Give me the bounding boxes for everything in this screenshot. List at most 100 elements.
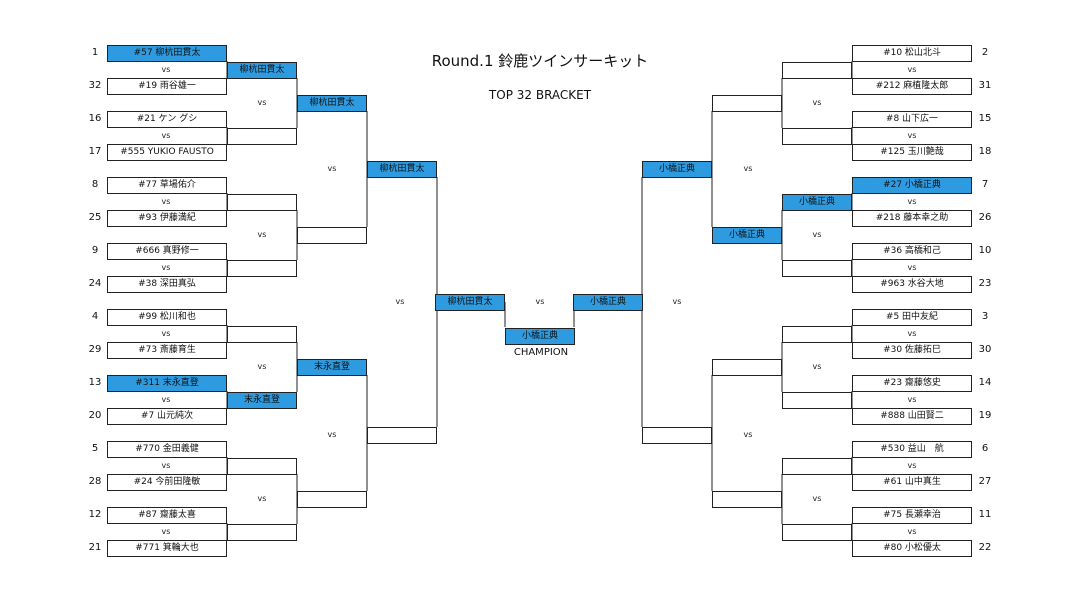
vs-label: vs bbox=[161, 395, 171, 404]
vs-label: vs bbox=[161, 263, 171, 272]
champion-label: CHAMPION bbox=[513, 347, 569, 358]
seed-number: 10 bbox=[978, 245, 992, 256]
seed-number: 7 bbox=[981, 179, 989, 190]
left-r2-slot bbox=[227, 260, 297, 277]
vs-label: vs bbox=[161, 527, 171, 536]
left-r1-player: #87 齋藤太喜 bbox=[107, 507, 227, 524]
left-r4-slot bbox=[367, 427, 437, 444]
seed-number: 3 bbox=[981, 311, 989, 322]
left-r3-slot: 柳杭田貫太 bbox=[297, 95, 367, 112]
vs-label: vs bbox=[907, 263, 917, 272]
vs-label: vs bbox=[907, 65, 917, 74]
right-r1-player: #75 長瀬幸治 bbox=[852, 507, 972, 524]
left-r1-player: #99 松川和也 bbox=[107, 309, 227, 326]
seed-number: 16 bbox=[88, 113, 102, 124]
right-r2-slot bbox=[782, 128, 852, 145]
vs-label: vs bbox=[812, 494, 822, 503]
vs-label: vs bbox=[907, 131, 917, 140]
vs-label: vs bbox=[812, 98, 822, 107]
right-r4-slot bbox=[642, 427, 712, 444]
left-r1-player: #7 山元純次 bbox=[107, 408, 227, 425]
vs-label: vs bbox=[743, 164, 753, 173]
right-r2-slot bbox=[782, 62, 852, 79]
left-r4-slot: 柳杭田貫太 bbox=[367, 161, 437, 178]
right-r1-player: #61 山中真生 bbox=[852, 474, 972, 491]
bracket-subtitle: TOP 32 BRACKET bbox=[488, 88, 592, 102]
seed-number: 23 bbox=[978, 278, 992, 289]
right-r1-player: #530 益山 航 bbox=[852, 441, 972, 458]
right-r2-slot: 小橋正典 bbox=[782, 194, 852, 211]
left-r2-slot bbox=[227, 194, 297, 211]
seed-number: 6 bbox=[981, 443, 989, 454]
right-finalist: 小橋正典 bbox=[573, 294, 643, 311]
right-r1-player: #80 小松優太 bbox=[852, 540, 972, 557]
left-r1-player: #311 末永直登 bbox=[107, 375, 227, 392]
left-r2-slot: 柳杭田貫太 bbox=[227, 62, 297, 79]
vs-label: vs bbox=[257, 362, 267, 371]
vs-label: vs bbox=[907, 329, 917, 338]
seed-number: 17 bbox=[88, 146, 102, 157]
seed-number: 11 bbox=[978, 509, 992, 520]
vs-label: vs bbox=[161, 65, 171, 74]
right-r1-player: #27 小橋正典 bbox=[852, 177, 972, 194]
right-r1-player: #888 山田賢二 bbox=[852, 408, 972, 425]
vs-label: vs bbox=[907, 527, 917, 536]
seed-number: 18 bbox=[978, 146, 992, 157]
left-r3-slot bbox=[297, 491, 367, 508]
seed-number: 28 bbox=[88, 476, 102, 487]
left-r2-slot bbox=[227, 128, 297, 145]
vs-label: vs bbox=[812, 362, 822, 371]
seed-number: 12 bbox=[88, 509, 102, 520]
seed-number: 1 bbox=[91, 47, 99, 58]
seed-number: 27 bbox=[978, 476, 992, 487]
right-r2-slot bbox=[782, 392, 852, 409]
seed-number: 32 bbox=[88, 80, 102, 91]
right-r3-slot: 小橋正典 bbox=[712, 227, 782, 244]
vs-label: vs bbox=[161, 131, 171, 140]
right-r2-slot bbox=[782, 524, 852, 541]
seed-number: 8 bbox=[91, 179, 99, 190]
vs-label: vs bbox=[907, 197, 917, 206]
seed-number: 19 bbox=[978, 410, 992, 421]
right-r1-player: #30 佐藤拓巳 bbox=[852, 342, 972, 359]
vs-label: vs bbox=[907, 461, 917, 470]
right-r3-slot bbox=[712, 359, 782, 376]
left-r1-player: #38 深田真弘 bbox=[107, 276, 227, 293]
vs-label: vs bbox=[257, 230, 267, 239]
seed-number: 2 bbox=[981, 47, 989, 58]
left-r1-player: #771 箕輪大也 bbox=[107, 540, 227, 557]
vs-label: vs bbox=[395, 297, 405, 306]
left-r3-slot bbox=[297, 227, 367, 244]
right-r1-player: #5 田中友紀 bbox=[852, 309, 972, 326]
vs-label: vs bbox=[672, 297, 682, 306]
right-r1-player: #218 藤本幸之助 bbox=[852, 210, 972, 227]
left-r1-player: #19 雨谷雄一 bbox=[107, 78, 227, 95]
vs-label: vs bbox=[161, 329, 171, 338]
seed-number: 15 bbox=[978, 113, 992, 124]
vs-label: vs bbox=[257, 98, 267, 107]
seed-number: 30 bbox=[978, 344, 992, 355]
right-r3-slot bbox=[712, 95, 782, 112]
vs-label: vs bbox=[161, 197, 171, 206]
left-r1-player: #555 YUKIO FAUSTO bbox=[107, 144, 227, 161]
right-r1-player: #963 水谷大地 bbox=[852, 276, 972, 293]
right-r3-slot bbox=[712, 491, 782, 508]
right-r1-player: #23 齋藤悠史 bbox=[852, 375, 972, 392]
left-r1-player: #21 ケン グシ bbox=[107, 111, 227, 128]
right-r2-slot bbox=[782, 458, 852, 475]
left-r1-player: #93 伊藤満紀 bbox=[107, 210, 227, 227]
seed-number: 25 bbox=[88, 212, 102, 223]
champion-name: 小橋正典 bbox=[505, 328, 575, 345]
left-r2-slot: 末永直登 bbox=[227, 392, 297, 409]
right-r1-player: #8 山下広一 bbox=[852, 111, 972, 128]
vs-label: vs bbox=[327, 164, 337, 173]
seed-number: 21 bbox=[88, 542, 102, 553]
vs-label: vs bbox=[257, 494, 267, 503]
left-r2-slot bbox=[227, 326, 297, 343]
seed-number: 14 bbox=[978, 377, 992, 388]
vs-label: vs bbox=[907, 395, 917, 404]
left-finalist: 柳杭田貫太 bbox=[435, 294, 505, 311]
seed-number: 9 bbox=[91, 245, 99, 256]
tournament-title: Round.1 鈴鹿ツインサーキット bbox=[431, 52, 649, 70]
left-r1-player: #77 草場佑介 bbox=[107, 177, 227, 194]
